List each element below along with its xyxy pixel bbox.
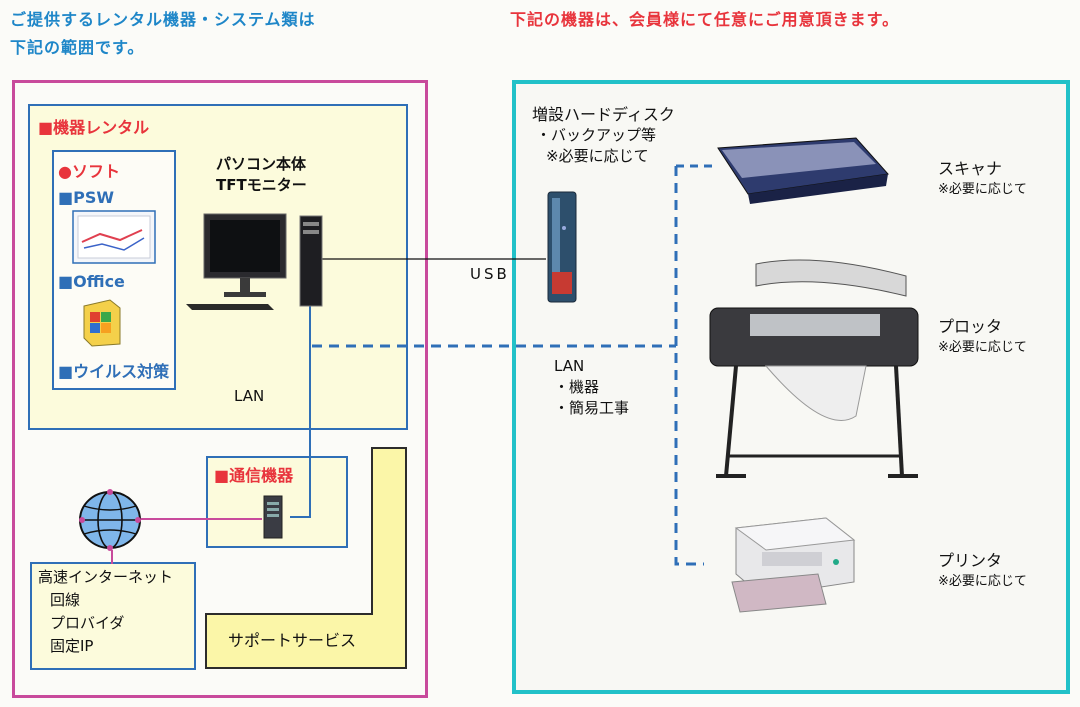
scanner-icon: [717, 137, 889, 204]
lan-right-label: LAN ・機器 ・簡易工事: [554, 356, 629, 419]
pc-label-line1: パソコン本体: [216, 155, 307, 173]
router-icon: [263, 495, 283, 539]
plotter-label: プロッタ ※必要に応じて: [938, 316, 1027, 358]
printer-note: ※必要に応じて: [938, 574, 1027, 589]
plotter-icon: [709, 259, 919, 478]
office-label: ■Office: [58, 272, 125, 291]
hdd-sub1: ・バックアップ等: [536, 126, 657, 144]
plotter-title: プロッタ: [938, 317, 1003, 336]
rental-title: ■機器レンタル: [38, 118, 150, 137]
right-header: 下記の機器は、会員様にて任意にご用意頂きます。: [510, 10, 900, 29]
hdd-sub2: ※必要に応じて: [546, 147, 649, 165]
internet-line-3: プロバイダ: [50, 614, 125, 632]
internet-line-4: 固定IP: [50, 637, 94, 655]
office-package-icon: [83, 299, 121, 347]
software-title: ●ソフト: [58, 162, 120, 181]
software-box: [52, 150, 176, 390]
support-service-label: サポートサービス: [228, 631, 357, 650]
scanner-label: スキャナ ※必要に応じて: [938, 158, 1027, 200]
left-header-line1: ご提供するレンタル機器・システム類は: [10, 10, 316, 29]
lan-label-left: LAN: [234, 387, 265, 405]
antivirus-label: ■ウイルス対策: [58, 362, 170, 381]
lan-line-left: [290, 302, 311, 518]
lan-dashed-vertical: [674, 166, 704, 566]
lan-right-sub1: ・機器: [554, 378, 600, 396]
support-service-shape: [205, 447, 407, 669]
provided-scope-frame: [12, 80, 428, 698]
plotter-note: ※必要に応じて: [938, 340, 1027, 355]
printer-label: プリンタ ※必要に応じて: [938, 550, 1027, 592]
internet-box: [30, 562, 196, 670]
external-hdd-icon: [547, 191, 577, 303]
printer-icon: [731, 517, 856, 613]
scanner-title: スキャナ: [938, 159, 1003, 178]
pc-label: パソコン本体 TFTモニター: [216, 154, 307, 196]
pc-icon: [186, 213, 323, 310]
hdd-title: 増設ハードディスク: [532, 105, 675, 124]
internet-service-list: 高速インターネット 回線 プロバイダ 固定IP: [38, 566, 173, 658]
hdd-label: 増設ハードディスク ・バックアップ等 ※必要に応じて: [532, 104, 675, 167]
communication-title: ■通信機器: [214, 466, 294, 485]
internet-line-1: 高速インターネット: [38, 568, 174, 586]
usb-label: USB: [470, 265, 510, 283]
internet-globe-icon: [79, 489, 141, 551]
pc-label-line2: TFTモニター: [216, 176, 307, 194]
psw-label: ■PSW: [58, 188, 115, 207]
internet-line-2: 回線: [50, 591, 81, 609]
left-header-line2: 下記の範囲です。: [10, 38, 145, 57]
printer-title: プリンタ: [938, 551, 1003, 570]
lan-right-title: LAN: [554, 357, 585, 375]
scanner-note: ※必要に応じて: [938, 182, 1027, 197]
left-header: ご提供するレンタル機器・システム類は 下記の範囲です。: [10, 6, 316, 62]
psw-thumbnail: [72, 210, 156, 264]
lan-right-sub2: ・簡易工事: [554, 399, 630, 417]
